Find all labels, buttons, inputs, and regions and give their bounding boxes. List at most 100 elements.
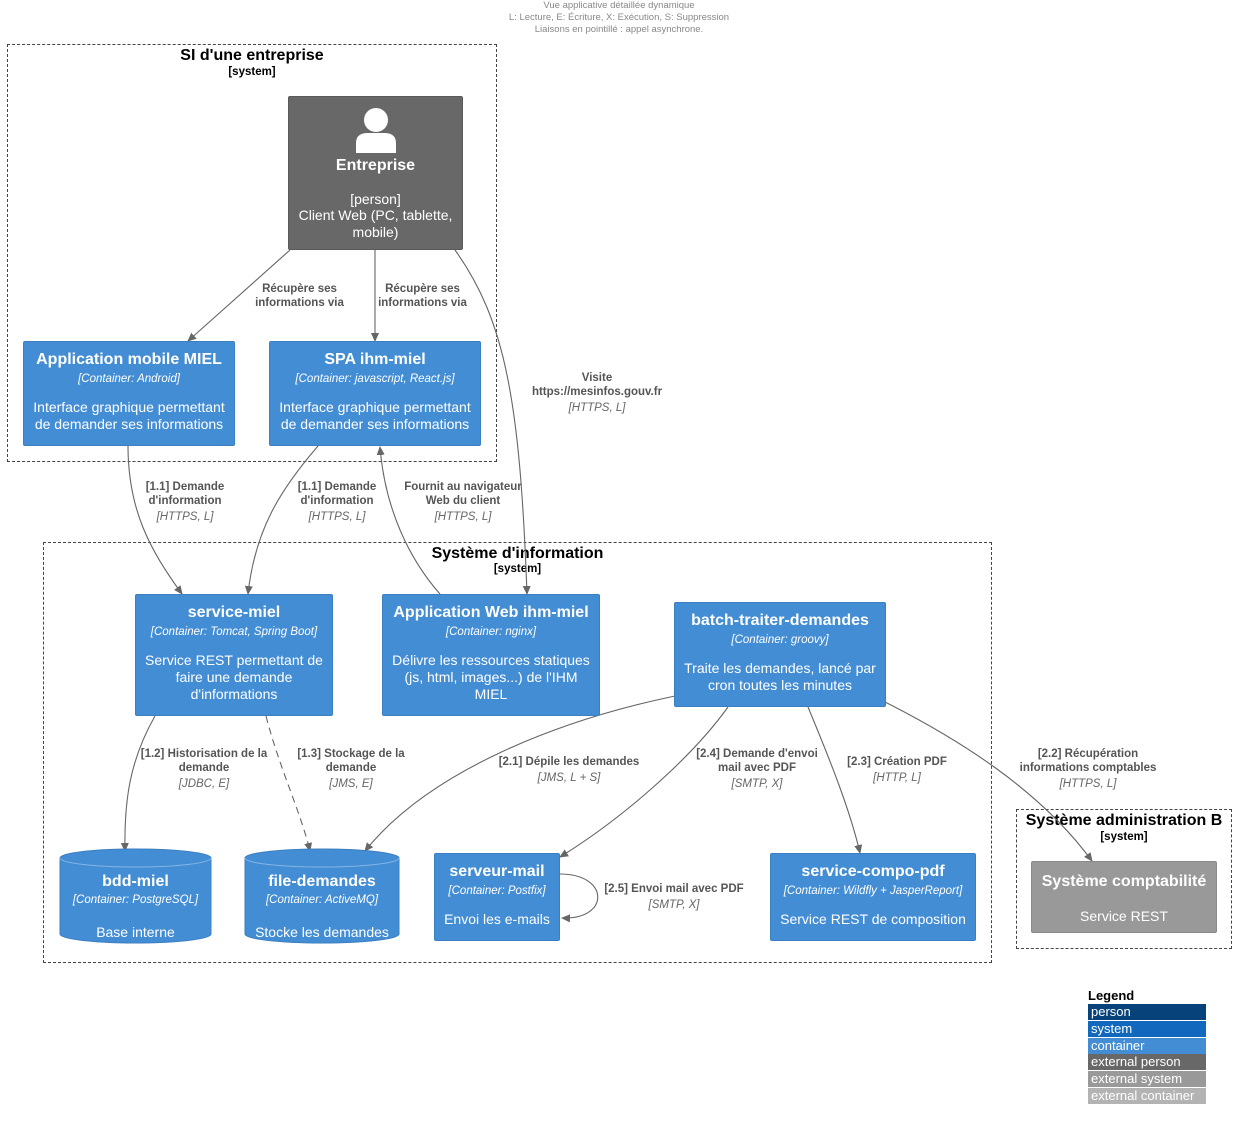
edge-label-9-tech: [JMS, L + S]: [537, 772, 601, 784]
edge-service-miel-to-file: [265, 715, 312, 852]
person-icon: [355, 108, 396, 153]
edge-batch-to-mail: [559, 706, 729, 858]
header-line-3: Liaisons en pointillé : appel asynchrone…: [534, 24, 704, 35]
boundary-systeme-information-type: [system]: [493, 563, 542, 575]
edge-label-4: [1.1] Demande d'information [HTTPS, L]: [125, 480, 245, 524]
node-app-web-title: Application Web ihm-miel: [393, 604, 589, 621]
legend-item-external-person: external person: [1088, 1054, 1206, 1071]
edge-batch-to-compta: [884, 701, 1093, 862]
node-file-desc: Stocke les demandes: [255, 924, 389, 940]
node-bdd-miel[interactable]: bdd-miel [Container: PostgreSQL] Base in…: [59, 848, 212, 944]
legend-title: Legend: [1088, 988, 1135, 1003]
node-service-miel[interactable]: service-miel [Container: Tomcat, Spring …: [135, 594, 333, 716]
node-service-compo-pdf[interactable]: service-compo-pdf [Container: Wildfly + …: [770, 853, 976, 941]
edge-app-mobile-to-service-miel: [127, 445, 183, 595]
edge-label-7-l1: [1.2] Historisation de la: [140, 748, 268, 760]
edge-label-3-l1: Visite: [581, 372, 613, 384]
edge-label-8-l1: [1.3] Stockage de la: [297, 748, 405, 760]
node-bdd-title: bdd-miel: [102, 873, 169, 890]
edge-label-5-l1: [1.1] Demande: [297, 481, 377, 493]
node-batch-title: batch-traiter-demandes: [691, 612, 869, 629]
node-pdf-desc: Service REST de composition: [780, 911, 966, 927]
node-service-miel-title: service-miel: [187, 604, 281, 621]
legend-item-person: person: [1088, 1004, 1206, 1020]
edge-label-1: Récupère ses informations via: [237, 282, 362, 310]
node-systeme-comptabilite[interactable]: Système comptabilité Service REST: [1031, 861, 1217, 933]
edge-label-12-tech: [HTTPS, L]: [1059, 778, 1117, 790]
node-spa-ihm-miel[interactable]: SPA ihm-miel [Container: javascript, Rea…: [269, 341, 481, 446]
boundary-systeme-information-title: Système d'information: [431, 545, 604, 562]
node-spa-desc: Interface graphique permettant de demand…: [279, 399, 471, 432]
edge-label-7: [1.2] Historisation de la demande [JDBC,…: [129, 747, 279, 791]
edge-label-5: [1.1] Demande d'information [HTTPS, L]: [277, 480, 397, 524]
edge-label-9-l1: [2.1] Dépile les demandes: [498, 756, 640, 768]
edge-label-4-l2: d'information: [148, 495, 222, 507]
node-spa-title: SPA ihm-miel: [324, 351, 426, 368]
edge-label-5-tech: [HTTPS, L]: [308, 511, 366, 523]
node-application-mobile-miel[interactable]: Application mobile MIEL [Container: Andr…: [23, 341, 235, 446]
edge-label-11-tech: [HTTP, L]: [873, 772, 921, 784]
edge-label-13: [2.5] Envoi mail avec PDF [SMTP, X]: [596, 882, 752, 912]
node-mail-title: serveur-mail: [449, 863, 545, 880]
legend-item-external-system: external system: [1088, 1071, 1206, 1088]
legend-item-external-container: external container: [1088, 1087, 1206, 1104]
node-service-miel-desc: Service REST permettant de faire une dem…: [145, 652, 323, 702]
edge-label-7-tech: [JDBC, E]: [178, 778, 230, 790]
edge-label-11: [2.3] Création PDF [HTTP, L]: [835, 755, 959, 785]
node-app-web-desc: Délivre les ressources statiques (js, ht…: [392, 652, 590, 702]
node-pdf-title: service-compo-pdf: [801, 863, 945, 880]
edge-label-13-l1: [2.5] Envoi mail avec PDF: [604, 883, 744, 895]
edge-label-4-tech: [HTTPS, L]: [156, 511, 214, 523]
node-mail-desc: Envoi les e-mails: [444, 911, 550, 927]
legend: Legend person system container external …: [1088, 988, 1206, 1105]
edge-label-2-l1: Récupère ses: [385, 283, 460, 295]
edge-label-12-l1: [2.2] Récupération: [1037, 748, 1139, 760]
edge-label-8: [1.3] Stockage de la demande [JMS, E]: [285, 747, 417, 791]
edge-label-8-l2: demande: [325, 762, 377, 774]
boundary-systeme-administration-b: [1016, 809, 1232, 949]
edge-label-1-l1: Récupère ses: [262, 283, 337, 295]
node-entreprise-type: [person]: [350, 191, 401, 207]
boundary-systeme-administration-b-type: [system]: [1100, 831, 1148, 843]
node-batch-traiter-demandes[interactable]: batch-traiter-demandes [Container: groov…: [674, 602, 886, 707]
edge-label-12: [2.2] Récupération informations comptabl…: [1004, 747, 1172, 791]
legend-item-system: system: [1088, 1020, 1206, 1037]
node-app-mobile-title: Application mobile MIEL: [36, 351, 222, 368]
node-application-web-ihm-miel[interactable]: Application Web ihm-miel [Container: ngi…: [382, 594, 600, 716]
edge-label-4-l1: [1.1] Demande: [145, 481, 225, 493]
node-entreprise[interactable]: Entreprise [person] Client Web (PC, tabl…: [288, 96, 463, 250]
edge-label-5-l2: d'information: [300, 495, 374, 507]
node-app-mobile-desc: Interface graphique permettant de demand…: [33, 399, 225, 432]
node-mail-tech: [Container: Postfix]: [448, 885, 546, 897]
edge-batch-to-file: [364, 695, 676, 852]
edge-label-13-tech: [SMTP, X]: [648, 899, 700, 911]
edge-batch-to-pdf: [807, 706, 863, 854]
node-app-mobile-tech: [Container: Android]: [78, 373, 180, 385]
edge-label-2: Récupère ses informations via: [360, 282, 485, 310]
node-batch-desc: Traite les demandes, lancé par cron tout…: [684, 660, 876, 693]
edge-service-miel-to-bdd: [120, 715, 156, 852]
node-pdf-tech: [Container: Wildfly + JasperReport]: [783, 885, 963, 897]
edge-label-6-tech: [HTTPS, L]: [434, 511, 492, 523]
node-bdd-desc: Base interne: [96, 924, 175, 940]
edge-label-12-l2: informations comptables: [1019, 762, 1157, 774]
edge-label-3-tech: [HTTPS, L]: [568, 402, 626, 414]
edge-spa-to-service-miel: [244, 445, 319, 595]
header-line-1: Vue applicative détaillée dynamique: [543, 0, 695, 11]
edge-label-6: Fournit au navigateur Web du client [HTT…: [392, 480, 534, 524]
node-entreprise-title: Entreprise: [335, 157, 416, 174]
legend-item-container: container: [1088, 1037, 1206, 1054]
edge-label-8-tech: [JMS, E]: [329, 778, 373, 790]
node-serveur-mail[interactable]: serveur-mail [Container: Postfix] Envoi …: [434, 853, 560, 941]
node-bdd-tech: [Container: PostgreSQL]: [72, 894, 199, 906]
node-entreprise-desc: Client Web (PC, tablette, mobile): [298, 207, 453, 240]
edge-label-3: Visite https://mesinfos.gouv.fr [HTTPS, …: [517, 371, 677, 415]
node-service-miel-tech: [Container: Tomcat, Spring Boot]: [150, 626, 318, 638]
edge-label-10: [2.4] Demande d'envoi mail avec PDF [SMT…: [683, 747, 831, 791]
edge-label-6-l2: Web du client: [425, 495, 501, 507]
node-file-demandes[interactable]: file-demandes [Container: ActiveMQ] Stoc…: [244, 848, 400, 944]
boundary-si-entreprise-title: SI d'une entreprise: [180, 47, 324, 64]
edge-entreprise-to-app-mobile: [187, 249, 291, 342]
node-compta-desc: Service REST: [1080, 908, 1168, 924]
